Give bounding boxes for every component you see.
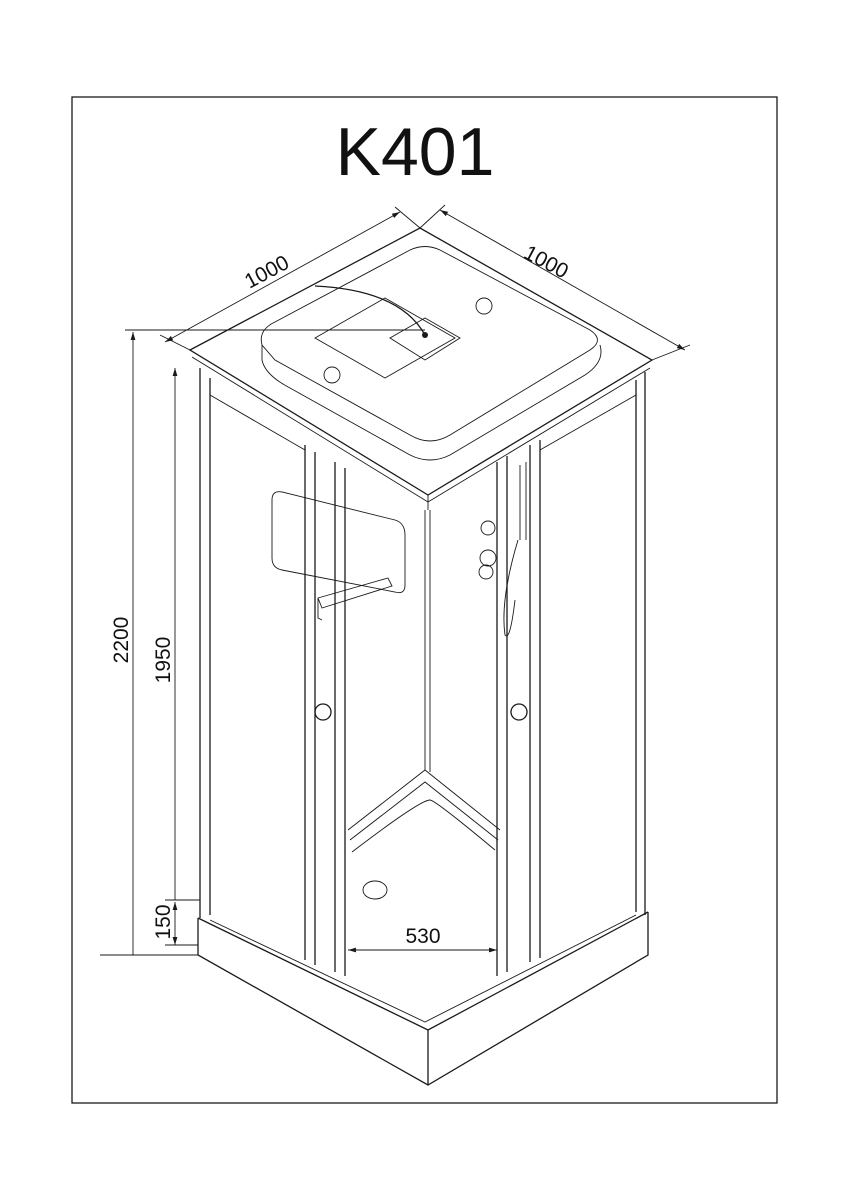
dimension-tray-height: 150 — [152, 904, 175, 939]
dimension-door-opening: 530 — [405, 925, 440, 948]
model-title: K401 — [336, 114, 495, 190]
dimension-lines — [100, 204, 691, 956]
dimension-total-height: 2200 — [110, 617, 133, 664]
dimension-cabin-height: 1950 — [152, 637, 175, 684]
door-handle-icon — [314, 703, 332, 721]
door-handle-icon — [510, 703, 528, 721]
dimension-width-left: 1000 — [241, 251, 293, 293]
cabin-frame — [199, 368, 646, 976]
tray-base — [197, 911, 649, 1086]
drawing-frame — [71, 96, 778, 1104]
dimension-width-right: 1000 — [520, 241, 572, 283]
rain-shower-icon — [422, 332, 428, 338]
